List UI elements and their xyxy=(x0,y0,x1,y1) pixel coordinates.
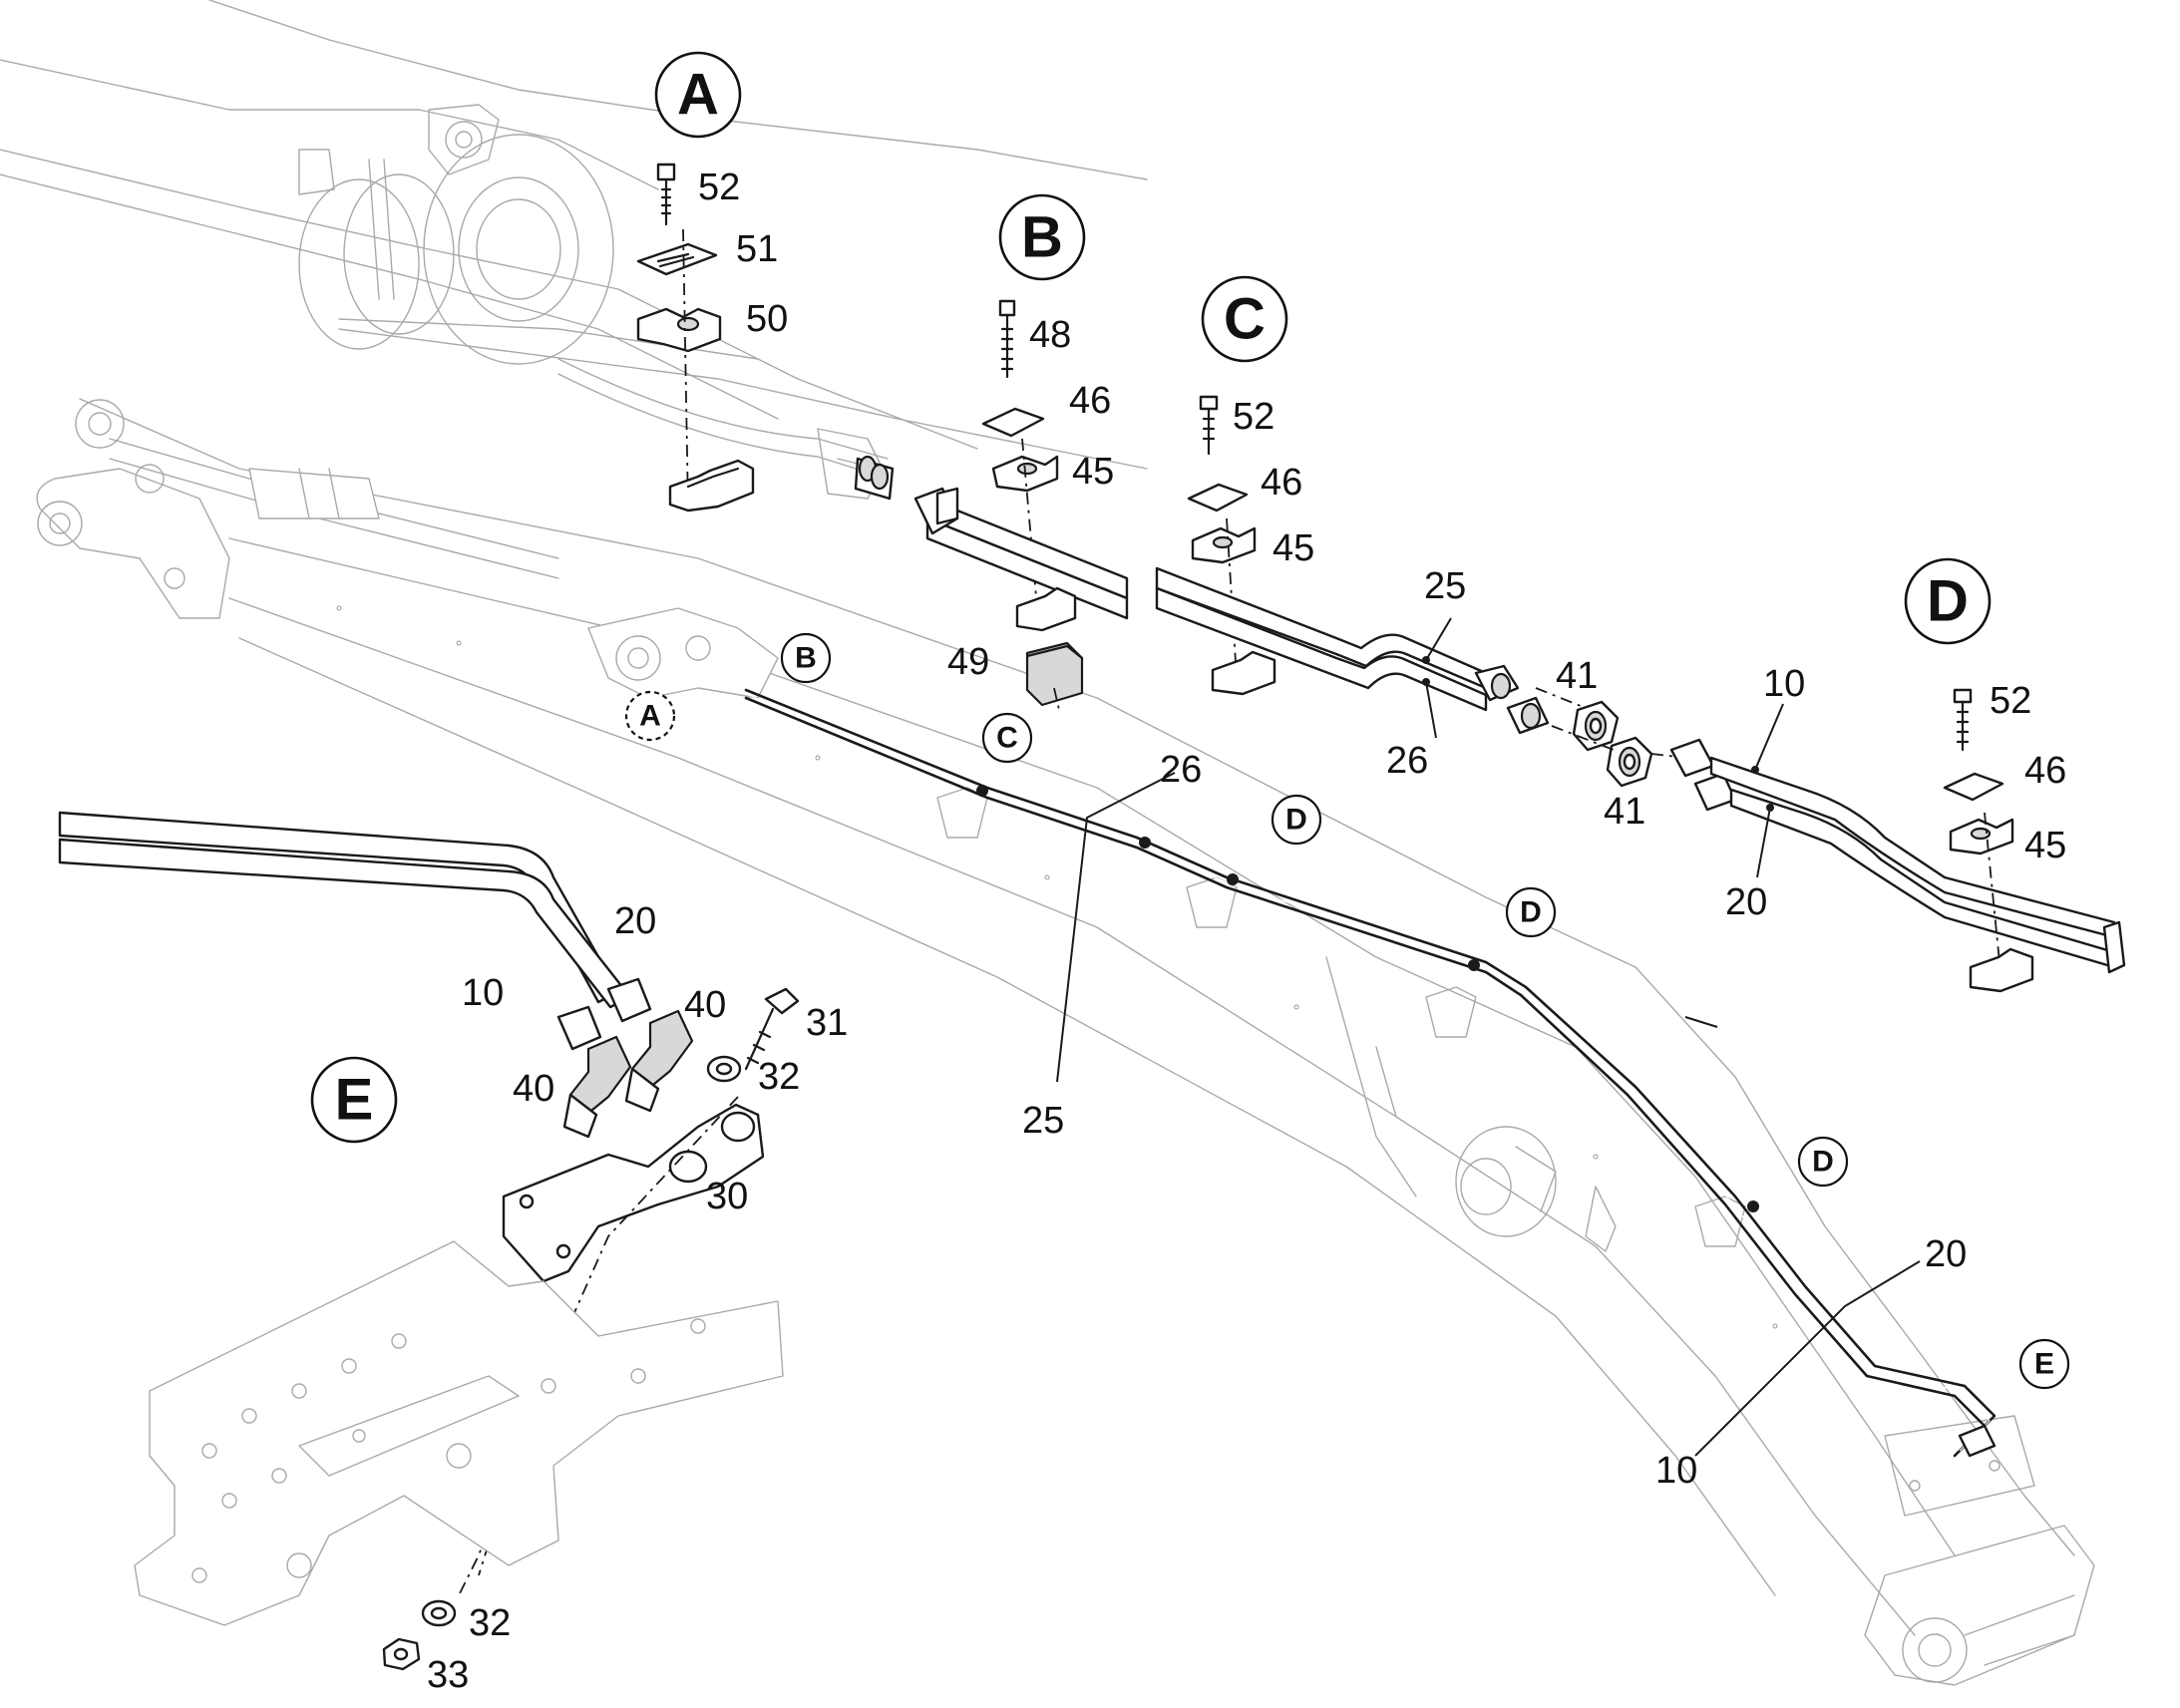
svg-text:B: B xyxy=(1021,205,1063,270)
location-marker-d-1: D xyxy=(1271,794,1322,846)
svg-text:C: C xyxy=(996,722,1018,755)
location-marker-d-2: D xyxy=(1505,886,1557,938)
callout-e-31: 31 xyxy=(806,1002,848,1044)
location-marker-c: C xyxy=(981,712,1033,764)
svg-text:D: D xyxy=(1927,569,1969,634)
svg-text:C: C xyxy=(1224,287,1266,352)
callout-c-41-top: 41 xyxy=(1556,655,1598,697)
detail-view-b: B xyxy=(998,193,1086,281)
svg-text:A: A xyxy=(639,700,661,733)
callout-b-45: 45 xyxy=(1072,451,1114,493)
svg-text:E: E xyxy=(335,1068,374,1133)
detail-view-e: E xyxy=(310,1056,398,1144)
callout-c-45: 45 xyxy=(1272,527,1314,569)
detail-e-bracket-set xyxy=(58,811,800,1671)
detail-view-a: A xyxy=(654,51,742,139)
callout-d-46: 46 xyxy=(2024,750,2066,792)
location-marker-d-3: D xyxy=(1797,1136,1849,1188)
callout-e-10: 10 xyxy=(462,972,504,1014)
callout-c-46: 46 xyxy=(1261,462,1302,504)
callout-c-26: 26 xyxy=(1386,740,1428,782)
svg-text:D: D xyxy=(1520,896,1542,929)
callout-boom-26: 26 xyxy=(1160,749,1202,791)
svg-text:D: D xyxy=(1285,804,1307,837)
callout-b-49: 49 xyxy=(947,641,989,683)
callout-boom-20: 20 xyxy=(1925,1233,1967,1275)
callout-e-32-bottom: 32 xyxy=(469,1602,511,1644)
callout-b-48: 48 xyxy=(1029,314,1071,356)
callout-e-33: 33 xyxy=(427,1654,469,1696)
detail-view-labels: A B C D E xyxy=(310,51,1992,1144)
location-marker-a: A xyxy=(624,690,676,742)
callout-d-45: 45 xyxy=(2024,825,2066,866)
callout-e-20: 20 xyxy=(614,900,656,942)
callout-d-10: 10 xyxy=(1763,663,1805,705)
callout-b-46: 46 xyxy=(1069,380,1111,422)
callout-d-20: 20 xyxy=(1725,881,1767,923)
boom-ghost-outline xyxy=(36,398,2095,1686)
detail-d-clamp-set xyxy=(1669,688,2126,993)
svg-text:B: B xyxy=(795,642,817,675)
detail-b-clamp-set xyxy=(854,299,1129,711)
upper-arm-ghost-outline xyxy=(0,0,1148,500)
callout-a-50: 50 xyxy=(746,298,788,340)
detail-view-c: C xyxy=(1201,275,1288,363)
boom-callout-leaders xyxy=(1056,772,1921,1457)
detail-view-d: D xyxy=(1904,557,1992,645)
detail-a-clamp-set xyxy=(636,163,755,512)
svg-text:E: E xyxy=(2034,1348,2054,1381)
svg-text:D: D xyxy=(1812,1146,1834,1179)
location-marker-e: E xyxy=(2018,1338,2070,1390)
callout-e-30: 30 xyxy=(706,1176,748,1217)
callout-e-32-top: 32 xyxy=(758,1056,800,1098)
callout-d-52: 52 xyxy=(1990,680,2031,722)
boom-piping xyxy=(744,688,1997,1458)
location-markers: B A C D D D E xyxy=(624,632,2070,1390)
callout-c-52: 52 xyxy=(1233,396,1274,438)
part-callouts: 52 51 50 48 46 45 49 52 46 45 25 26 41 4… xyxy=(427,167,2066,1696)
callout-e-40-left: 40 xyxy=(513,1068,554,1110)
callout-a-52: 52 xyxy=(698,167,740,208)
callout-a-51: 51 xyxy=(736,228,778,270)
callout-c-41-bottom: 41 xyxy=(1604,791,1645,833)
location-marker-b: B xyxy=(780,632,832,684)
detail-c-clamp-set xyxy=(1155,395,1686,788)
callout-c-25: 25 xyxy=(1424,565,1466,607)
callout-boom-25: 25 xyxy=(1022,1100,1064,1142)
callout-boom-10: 10 xyxy=(1655,1450,1697,1492)
svg-text:A: A xyxy=(677,63,719,128)
callout-e-40-top: 40 xyxy=(684,984,726,1026)
